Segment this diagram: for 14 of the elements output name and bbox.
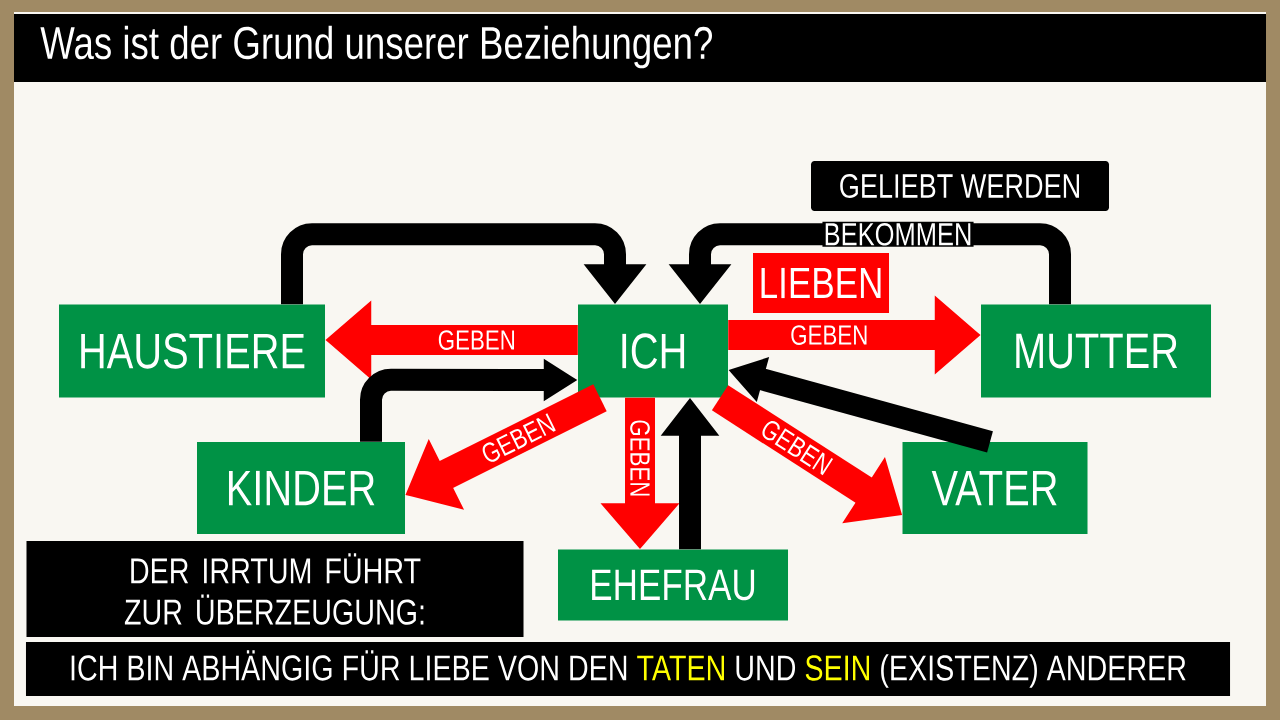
person-box: EHEFRAU <box>558 549 788 621</box>
person-box: ICH <box>578 304 728 398</box>
label-box: LIEBEN <box>753 253 889 313</box>
conclusion-box: ICH BIN ABHÄNGIG FÜR LIEBE VON DEN TATEN UND SEIN (EXISTENZ) ANDERER <box>25 642 1231 696</box>
statement-box: DER IRRTUM FÜHRT ZUR ÜBERZEUGUNG: <box>26 541 524 637</box>
edge-label: GEBEN <box>628 418 652 499</box>
person-box: MUTTER <box>981 304 1211 398</box>
person-box: KINDER <box>197 442 405 534</box>
label-box: GELIEBT WERDEN <box>811 161 1109 211</box>
person-box: VATER <box>902 442 1088 534</box>
title-bar: Was ist der Grund unserer Beziehungen? <box>14 14 1266 82</box>
person-box: HAUSTIERE <box>59 304 325 398</box>
edge-label: BEKOMMEN <box>822 221 974 247</box>
edge-label: GEBEN <box>789 323 870 347</box>
